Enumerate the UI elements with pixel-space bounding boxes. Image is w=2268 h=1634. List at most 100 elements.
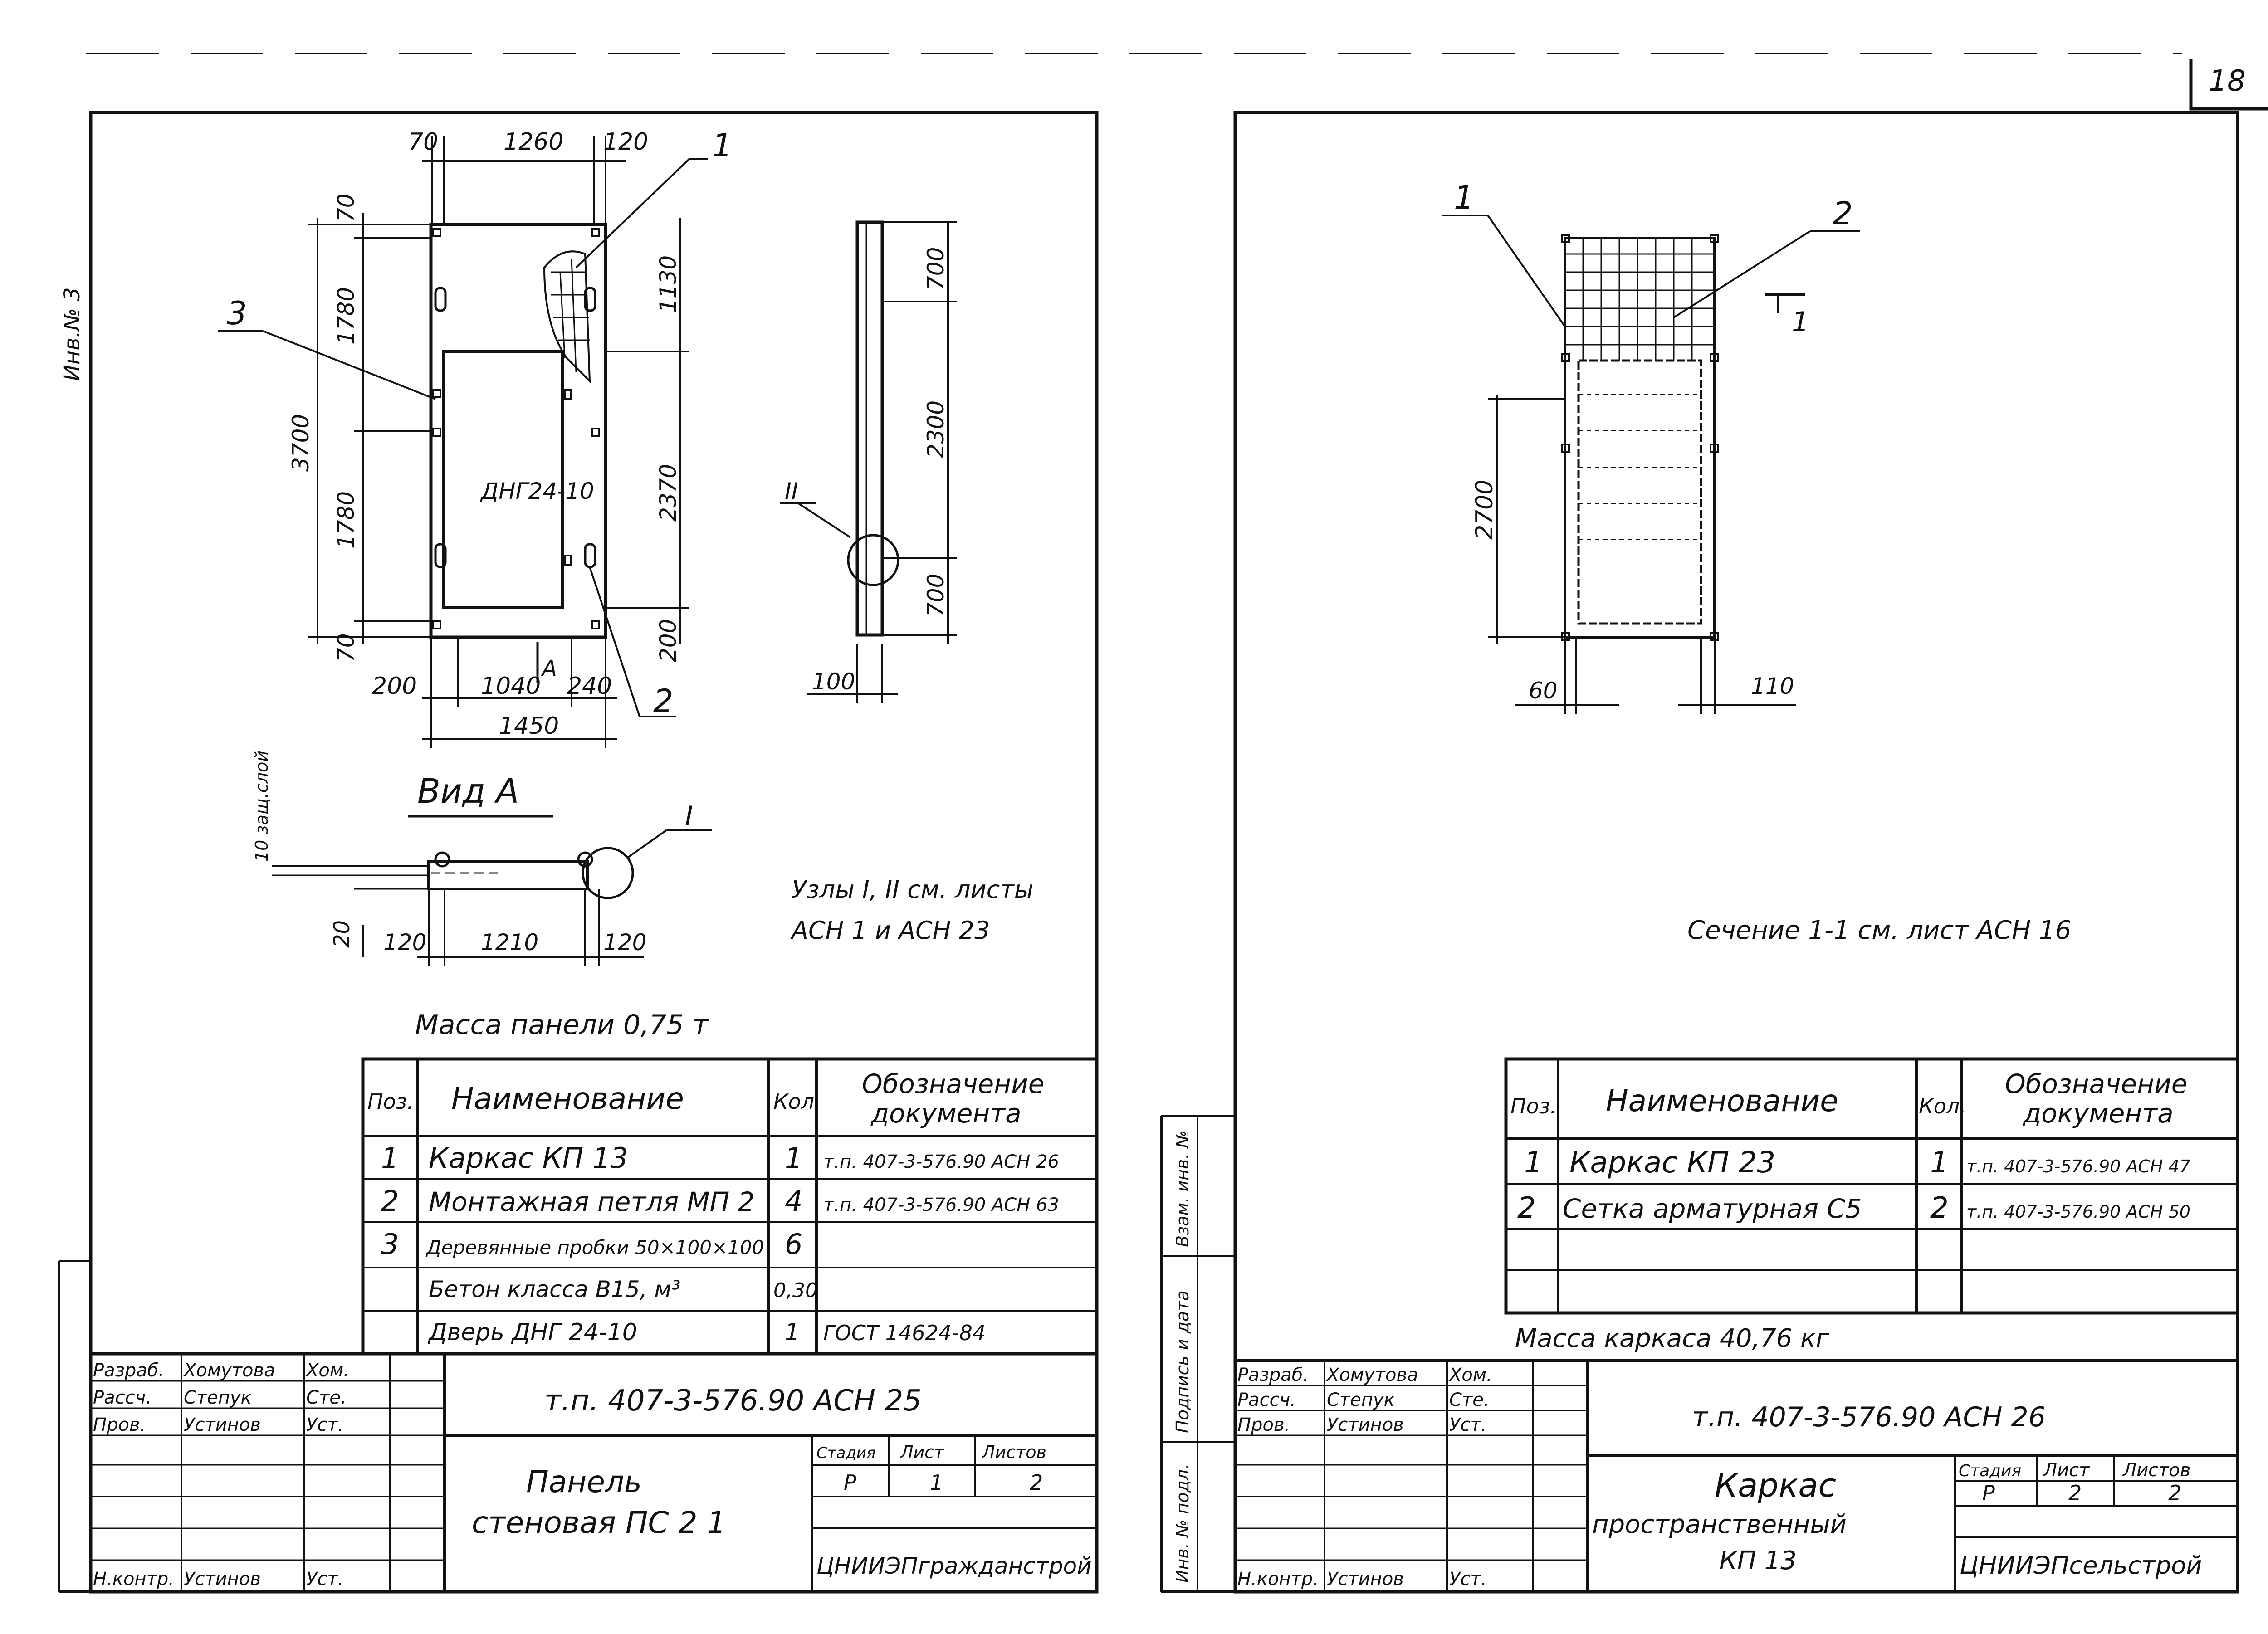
left-th-doc-2: документа — [870, 1098, 1022, 1129]
dim-left-70-bot: 70 — [333, 633, 359, 662]
right-title-line3: КП 13 — [1719, 1546, 1797, 1575]
left-row5-name: Дверь ДНГ 24-10 — [428, 1319, 637, 1346]
dim-right-1130: 1130 — [655, 255, 681, 313]
left-sheet: ДНГ24-10 70 1260 120 70 1780 3700 1780 — [58, 111, 1099, 1594]
section-note: Сечение 1-1 см. лист АСН 16 — [1687, 916, 2071, 945]
right-sign-3: Уст. — [1449, 1415, 1486, 1435]
right-role-4: Н.контр. — [1237, 1569, 1319, 1590]
dim-2700: 2700 — [1471, 480, 1498, 540]
bottom-dimensions: 200 1040 240 1450 A — [372, 637, 617, 748]
right-callouts: 1 2 1 — [1442, 179, 1860, 338]
left-stage-v1: Р — [844, 1470, 856, 1495]
right-stage-h2: Лист — [2043, 1460, 2090, 1481]
left-dimensions: 70 1780 3700 1780 70 — [288, 193, 431, 662]
left-org: ЦНИИЭПгражданстрой — [816, 1553, 1092, 1579]
left-title-line1: Панель — [526, 1464, 642, 1499]
door-label: ДНГ24-10 — [480, 478, 594, 504]
left-doc-code: т.п. 407-3-576.90 АСН 25 — [544, 1384, 922, 1418]
right-sign-4: Уст. — [1449, 1569, 1486, 1590]
right-title-line1: Каркас — [1715, 1466, 1836, 1504]
right-role-3: Пров. — [1237, 1415, 1290, 1435]
right-th-pos: Поз. — [1510, 1094, 1557, 1118]
left-row1-qty: 1 — [785, 1141, 802, 1175]
right-name-3: Устинов — [1327, 1415, 1404, 1435]
page-number: 18 — [2209, 64, 2245, 98]
cover-label: 10 защ.слой — [252, 751, 272, 862]
right-row1-pos: 1 — [1524, 1146, 1543, 1180]
left-row2-name: Монтажная петля МП 2 — [429, 1186, 755, 1217]
left-spec-table: Поз. Наименование Кол. Обозначение докум… — [361, 1057, 1099, 1356]
right-callout-2: 2 — [1833, 195, 1853, 232]
dim-left-3700: 3700 — [288, 414, 314, 472]
dim-view-1210: 1210 — [481, 929, 538, 956]
left-title-line2: стеновая ПС 2 1 — [472, 1505, 726, 1540]
left-row1-name: Каркас КП 13 — [429, 1141, 628, 1175]
left-sign-1: Хом. — [305, 1360, 349, 1381]
cage-drawing — [1561, 234, 1719, 641]
dim-left-70-top: 70 — [333, 193, 359, 222]
left-role-3: Пров. — [93, 1415, 146, 1435]
right-dimensions: 1130 2370 200 — [606, 218, 689, 662]
left-th-name: Наименование — [451, 1081, 684, 1116]
right-spec-table: Поз. Наименование Кол. Обозначение докум… — [1504, 1057, 2239, 1315]
left-th-doc-1: Обозначение — [862, 1068, 1044, 1099]
dim-top-1260: 1260 — [503, 128, 563, 156]
left-row1-pos: 1 — [381, 1141, 399, 1175]
left-title-block: Разраб. Хомутова Хом. Рассч. Степук Сте.… — [59, 1260, 1097, 1592]
left-frame — [89, 111, 1099, 1594]
dim-side-2300: 2300 — [923, 400, 949, 458]
left-row3-qty: 6 — [785, 1228, 802, 1261]
left-role-1: Разраб. — [93, 1360, 164, 1381]
left-role-2: Рассч. — [93, 1387, 152, 1408]
dim-left-1780-bot: 1780 — [333, 491, 359, 549]
right-sheet: Взам. инв. № Подпись и дата Инв. № подл.… — [1160, 111, 2239, 1594]
left-row4-name: Бетон класса В15, м³ — [429, 1276, 680, 1302]
right-mass: Масса каркаса 40,76 кг — [1515, 1324, 1829, 1353]
right-sign-1: Хом. — [1448, 1365, 1492, 1385]
left-name-3: Устинов — [184, 1415, 261, 1435]
right-row1-doc: т.п. 407-3-576.90 АСН 47 — [1966, 1156, 2190, 1176]
left-th-pos: Поз. — [367, 1089, 414, 1114]
right-doc-code: т.п. 407-3-576.90 АСН 26 — [1692, 1401, 2046, 1433]
right-stage-h1: Стадия — [1959, 1462, 2021, 1480]
right-name-2: Степук — [1327, 1390, 1395, 1410]
right-sign-2: Сте. — [1449, 1390, 1490, 1410]
view-a: Вид А I 10 защ.слой 20 120 1210 120 — [252, 751, 712, 966]
callout-1: 1 — [712, 127, 733, 164]
left-callouts: 1 3 2 — [218, 127, 733, 720]
panel-front-view: ДНГ24-10 — [429, 223, 607, 639]
panel-side-section: 700 2300 700 II 100 — [780, 220, 957, 703]
left-stage-v3: 2 — [1030, 1470, 1043, 1495]
dim-side-700-bot: 700 — [923, 574, 949, 617]
arrow-a-label: A — [541, 656, 557, 681]
right-row1-qty: 1 — [1930, 1146, 1949, 1180]
left-row2-qty: 4 — [785, 1185, 802, 1218]
dim-view-20: 20 — [329, 920, 355, 948]
right-th-qty: Кол. — [1919, 1094, 1966, 1118]
callout-i: I — [685, 800, 693, 832]
side-label-1: Взам. инв. № — [1173, 1130, 1193, 1247]
left-mass: Масса панели 0,75 т — [415, 1009, 709, 1041]
callout-ii: II — [785, 478, 798, 504]
dim-view-120a: 120 — [383, 929, 426, 956]
top-dimensions: 70 1260 120 — [408, 128, 648, 224]
dim-side-700-top: 700 — [923, 247, 949, 290]
right-th-doc-1: Обозначение — [2005, 1068, 2187, 1099]
right-row2-name: Сетка арматурная С5 — [1563, 1193, 1862, 1224]
left-th-qty: Кол. — [773, 1089, 821, 1114]
left-stage-h1: Стадия — [816, 1444, 875, 1462]
right-row2-pos: 2 — [1517, 1191, 1536, 1225]
left-row3-name: Деревянные пробки 50×100×100 — [425, 1236, 764, 1258]
side-label-2: Подпись и дата — [1173, 1290, 1193, 1433]
side-label-3: Инв. № подл. — [1173, 1464, 1193, 1583]
left-row5-qty: 1 — [785, 1319, 800, 1346]
left-row4-qty: 0,30 — [773, 1279, 818, 1302]
dim-bot-1040: 1040 — [481, 673, 541, 700]
view-a-title: Вид А — [417, 772, 519, 811]
left-sign-2: Сте. — [306, 1387, 347, 1408]
side-stamp: Инв.№ 3 — [59, 287, 85, 381]
right-th-doc-2: документа — [2023, 1098, 2174, 1129]
right-stage-v2: 2 — [2068, 1481, 2082, 1505]
left-row1-doc: т.п. 407-3-576.90 АСН 26 — [823, 1151, 1059, 1172]
nodes-note-line2: АСН 1 и АСН 23 — [790, 916, 990, 945]
